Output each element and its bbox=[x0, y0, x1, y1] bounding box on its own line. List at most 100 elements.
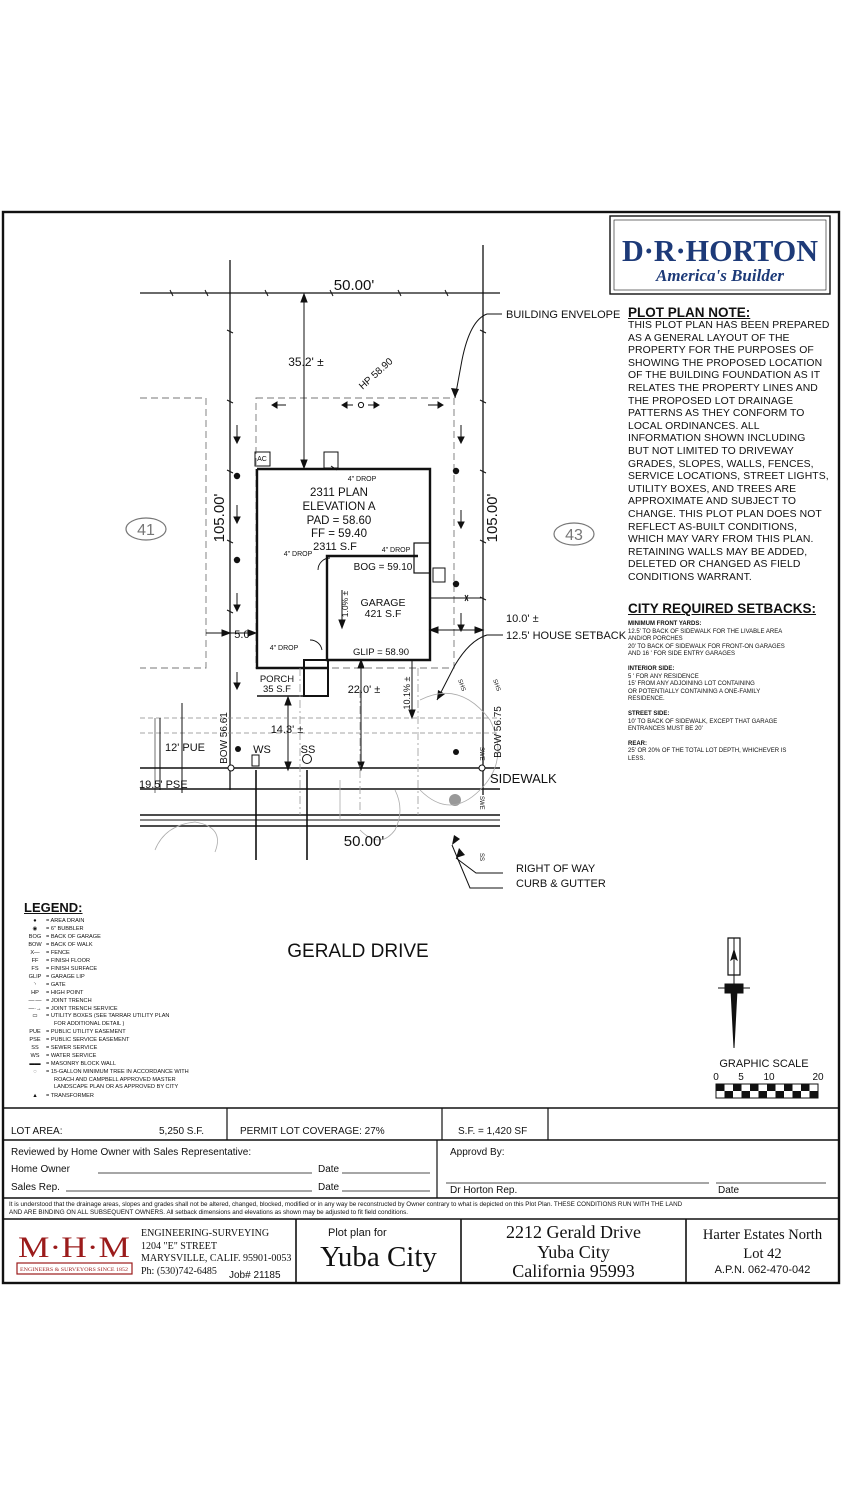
building-envelope-label: BUILDING ENVELOPE bbox=[506, 309, 620, 321]
plot-plan-note-line: UTILITY BOXES, AND TREES ARE bbox=[628, 483, 797, 495]
mhm-wordmark: M·H·M bbox=[18, 1231, 130, 1264]
leader-arrowheads bbox=[437, 388, 465, 858]
legend-symbol-icon: X— bbox=[30, 950, 40, 956]
street-title: STREET SIDE: bbox=[628, 710, 670, 717]
dr-horton-rep-date-label: Date bbox=[718, 1185, 740, 1196]
drop-top-label: 4" DROP bbox=[348, 476, 377, 483]
legend-text: = 15-GALLON MINIMUM TREE IN ACCORDANCE W… bbox=[46, 1069, 189, 1075]
legend-text: = UTILITY BOXES (SEE TARRAR UTILITY PLAN bbox=[46, 1013, 170, 1019]
lot-41-bubble bbox=[125, 517, 167, 541]
pse-label: 19.5' PSE bbox=[139, 779, 188, 791]
legend-item: FS= FINISH SURFACE bbox=[24, 966, 97, 972]
legend-item: —·→= JOINT TRENCH SERVICE bbox=[24, 1006, 117, 1012]
legend-item: ▲= TRANSFORMER bbox=[24, 1093, 94, 1099]
address-line-1: 2212 Gerald Drive bbox=[506, 1222, 641, 1242]
lot-area-label: LOT AREA: bbox=[11, 1126, 63, 1137]
legend-item: ◌ = 15-GALLON MINIMUM TREE IN ACCORDANCE … bbox=[24, 1069, 189, 1075]
side-setback-5-label: 5.0' bbox=[234, 629, 251, 641]
legend-symbol-icon: HP bbox=[31, 990, 39, 996]
high-point-marker bbox=[357, 401, 365, 409]
setback-line: RESIDENCE. bbox=[628, 696, 665, 703]
front-setback-label: 14.3' ± bbox=[271, 724, 304, 736]
svg-text:SWE: SWE bbox=[478, 796, 484, 810]
building-envelope-outline bbox=[255, 397, 455, 669]
legend-item: WS= WATER SERVICE bbox=[24, 1053, 96, 1059]
legend-symbol-icon: ◌ bbox=[33, 1069, 37, 1075]
fence-right bbox=[430, 594, 483, 602]
plot-plan-note-line: AS A GENERAL LAYOUT OF THE bbox=[628, 332, 790, 344]
rear-setback-label: 35.2' ± bbox=[288, 355, 324, 369]
legend-item: BOW= BACK OF WALK bbox=[24, 942, 92, 948]
house-plan-label: 2311 PLAN bbox=[310, 487, 368, 499]
scale-tick-0: 0 bbox=[713, 1072, 719, 1083]
north-arrow-icon bbox=[718, 937, 750, 1049]
rear-title: REAR: bbox=[628, 740, 647, 747]
legend-item: SS= SEWER SERVICE bbox=[24, 1045, 97, 1051]
drop-porch-label: 4" DROP bbox=[270, 645, 299, 652]
legend-text: = FINISH SURFACE bbox=[46, 966, 98, 972]
mhm-banner: ENGINEERS & SURVEYORS SINCE 1852 bbox=[20, 1267, 128, 1273]
landscape-tree-outlines bbox=[154, 693, 499, 853]
legend-symbol-icon: PUE bbox=[29, 1029, 41, 1035]
plot-plan-for-label: Plot plan for bbox=[328, 1227, 387, 1239]
legend-text: = SEWER SERVICE bbox=[46, 1045, 98, 1051]
building-sf: S.F. = 1,420 SF bbox=[458, 1126, 528, 1137]
legend-symbol-icon: FF bbox=[31, 958, 39, 964]
plot-plan-note-line: CONDITIONS WARRANT. bbox=[628, 571, 752, 583]
back-of-walk-left-label: BOW 56.61 bbox=[219, 712, 230, 764]
garage-area-label: 421 S.F bbox=[365, 608, 402, 620]
plot-plan-note-line: THE PROPOSED LOT DRAINAGE bbox=[628, 395, 794, 407]
setback-line: AND/OR PORCHES bbox=[628, 636, 683, 643]
garage-lip-label: GLIP = 58.90 bbox=[353, 647, 409, 658]
right-of-way-label: RIGHT OF WAY bbox=[516, 863, 596, 875]
sidewalk-label: SIDEWALK bbox=[490, 771, 557, 786]
dimension-lines bbox=[206, 292, 485, 772]
legend-item: GLIP= GARAGE LIP bbox=[24, 974, 85, 980]
legend-text: = MASONRY BLOCK WALL bbox=[46, 1061, 116, 1067]
pad-elevation-label: PAD = 58.60 bbox=[307, 515, 372, 527]
setback-line: 15' FROM ANY ADJOINING LOT CONTAINING bbox=[628, 681, 755, 688]
porch-label: PORCH bbox=[260, 674, 294, 685]
setback-line: 12.5' TO BACK OF SIDEWALK FOR THE LIVABL… bbox=[628, 628, 783, 635]
legend-text: = GARAGE LIP bbox=[46, 974, 85, 980]
legend-symbol-icon: —·→ bbox=[28, 1006, 42, 1012]
back-of-walk-right-label: BOW 56.75 bbox=[493, 706, 504, 758]
legend-item: X—= FENCE bbox=[24, 950, 69, 956]
setback-line: 5 ' FOR ANY RESIDENCE bbox=[628, 673, 699, 680]
plot-plan-note-line: LOCAL ORDINANCES. ALL bbox=[628, 420, 760, 432]
legend-symbol-icon: ◝ bbox=[33, 982, 37, 988]
driveway-length-label: 22.0' ± bbox=[348, 684, 381, 696]
plot-plan-note-line: PROPERTY FOR THE PURPOSES OF bbox=[628, 345, 814, 357]
legend-text: = TRANSFORMER bbox=[46, 1093, 94, 1099]
dr-horton-wordmark: D·R·HORTON bbox=[622, 233, 818, 268]
plot-plan-note-line: SERVICE LOCATIONS, STREET LIGHTS, bbox=[628, 471, 829, 483]
house-setback-label: 12.5' HOUSE SETBACK bbox=[506, 630, 627, 642]
firm-street: 1204 "E" STREET bbox=[141, 1240, 217, 1252]
leader-lines bbox=[330, 313, 503, 889]
legend-text: = HIGH POINT bbox=[46, 990, 84, 996]
lot-depth-left-label: 105.00' bbox=[211, 493, 228, 542]
lot-number: Lot 42 bbox=[743, 1246, 782, 1262]
plot-plan-note-line: WHICH MAY VARY FROM THIS PLAN. bbox=[628, 534, 814, 546]
legend-symbol-icon: BOW bbox=[28, 942, 42, 948]
graphic-scale-label: GRAPHIC SCALE bbox=[719, 1058, 808, 1070]
legend-text: = WATER SERVICE bbox=[46, 1053, 97, 1059]
legend-symbol-icon: ▬▬ bbox=[29, 1061, 41, 1067]
plot-plan-note-line: THIS PLOT PLAN HAS BEEN PREPARED bbox=[628, 320, 830, 331]
svg-text:SHS: SHS bbox=[491, 679, 501, 693]
legend-text: ROACH AND CAMPBELL APPROVED MASTER bbox=[54, 1077, 176, 1083]
finish-floor-label: FF = 59.40 bbox=[311, 528, 367, 540]
min-front-title: MINIMUM FRONT YARDS: bbox=[628, 621, 702, 627]
plot-plan-note-line: GRADES, SLOPES, WALLS, FENCES, bbox=[628, 458, 814, 470]
plot-plan-city: Yuba City bbox=[320, 1241, 437, 1273]
svg-text:SWE: SWE bbox=[478, 747, 484, 761]
scale-tick-10: 10 bbox=[763, 1072, 775, 1083]
lot-width-top-label: 50.00' bbox=[334, 277, 375, 294]
legend-item: BOG= BACK OF GARAGE bbox=[24, 934, 101, 940]
graphic-scale: GRAPHIC SCALE 0 5 10 20 bbox=[713, 1058, 824, 1099]
house-area-label: 2311 S.F bbox=[313, 541, 357, 553]
subdivision-info: Harter Estates North Lot 42 bbox=[686, 1226, 839, 1264]
legend-item: FOR ADDITIONAL DETAIL ) bbox=[24, 1021, 124, 1027]
drainage-arrows bbox=[233, 401, 465, 691]
